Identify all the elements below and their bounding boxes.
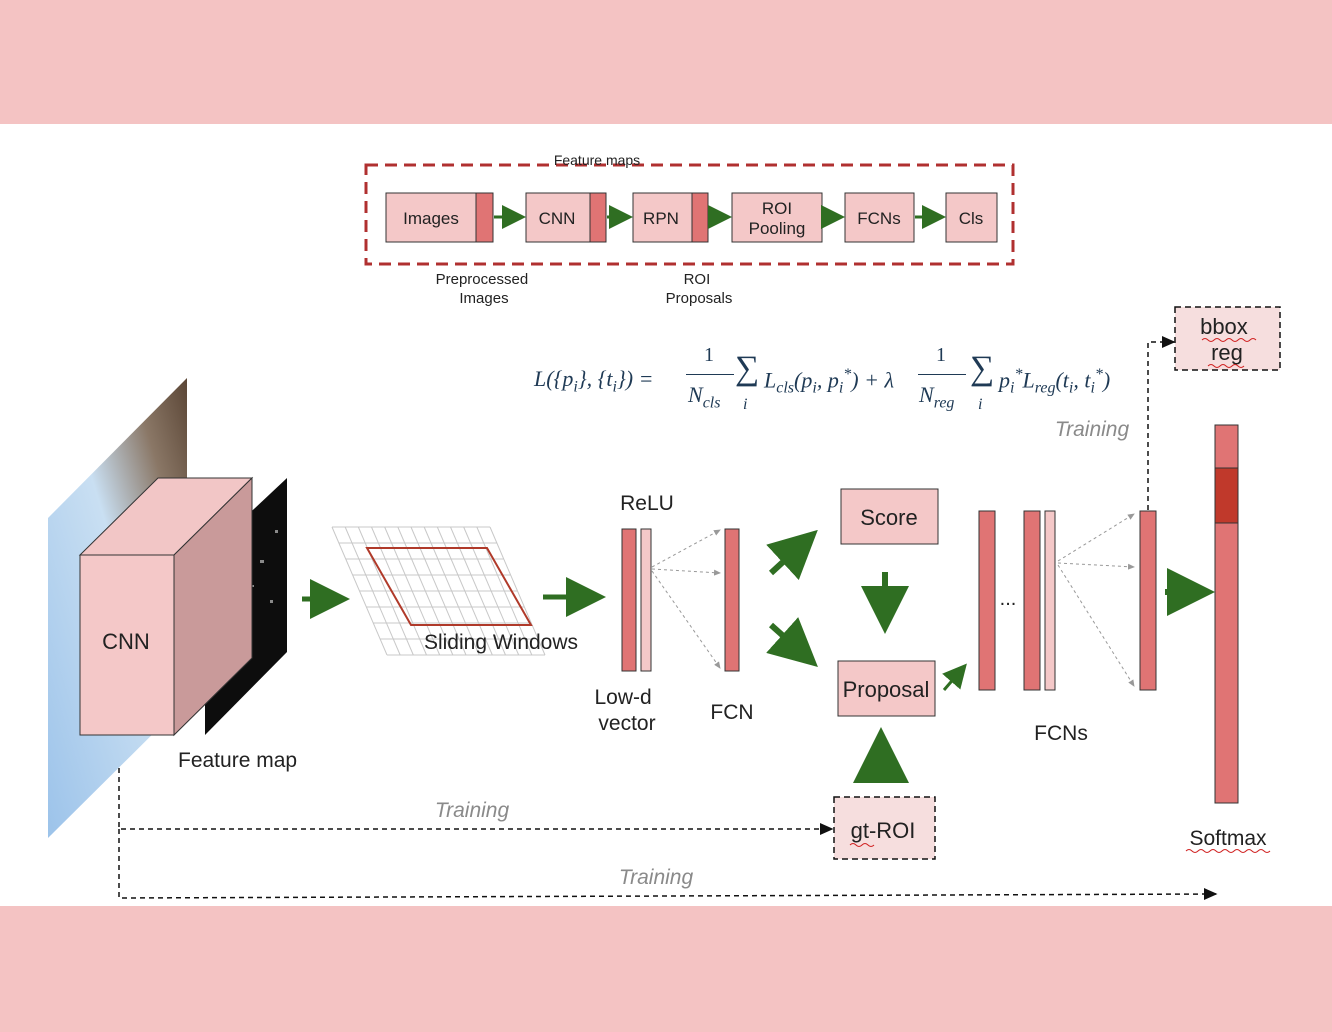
fcns-bar-1 [978, 510, 996, 691]
softmax-label: Softmax [1189, 827, 1267, 850]
pipeline-dashed-frame [364, 163, 1015, 266]
output-bar [1139, 510, 1157, 691]
training-arrow-gt-roi [118, 768, 834, 835]
roi-proposals-label: ROI Proposals [666, 271, 733, 307]
fcn-label: FCN [710, 701, 753, 724]
training-arrow-softmax [118, 829, 1218, 901]
pipeline-stage-cnn: CNN [525, 192, 607, 243]
stage-label-images: Images [403, 209, 459, 228]
sliding-window [365, 547, 533, 626]
preprocessed-images-label: Preprocessed Images [436, 271, 533, 307]
formula-nreg: Nreg [919, 382, 955, 412]
stage-label-cls: Cls [959, 209, 984, 228]
formula-term1: Lcls(pi, pi*) + λ [764, 366, 894, 397]
stage-label-fcns: FCNs [857, 209, 900, 228]
relu-label: ReLU [620, 492, 674, 515]
fcn-bar [724, 528, 740, 672]
arrow-proposal-to-fcns [942, 663, 967, 691]
formula-one-b: 1 [936, 344, 946, 366]
training-label-top: Training [1055, 418, 1130, 441]
stage-label-rpn: RPN [643, 209, 679, 228]
stage-label-cnn: CNN [539, 209, 576, 228]
formula-sum-index-b: i [978, 396, 983, 413]
formula-ncls: Ncls [688, 382, 721, 412]
training-label-bottom: Training [619, 866, 694, 889]
formula-frac-bar-a [686, 374, 734, 375]
low-d-bar-1 [621, 528, 637, 672]
score-box [840, 488, 939, 545]
formula-lhs: L({pi}, {ti}) = [534, 366, 654, 396]
fcns-bar-2 [1023, 510, 1041, 691]
bbox-underline [1201, 338, 1257, 342]
formula-sum-index-a: i [743, 396, 748, 413]
cnn-label: CNN [102, 629, 150, 654]
formula-term2: pi*Lreg(ti, ti*) [999, 366, 1111, 397]
training-label-middle: Training [435, 799, 510, 822]
loss-formula: L({pi}, {ti}) = 1 Ncls ∑ i Lcls(pi, pi*)… [534, 344, 1144, 420]
pipeline-stage-images: Images [385, 192, 494, 243]
reg-underline [1207, 364, 1245, 368]
fcns-label: FCNs [1034, 722, 1088, 745]
cnn-cube [78, 476, 254, 737]
bbox-reg-label: bbox reg [1200, 314, 1254, 365]
proposal-label: Proposal [843, 677, 930, 702]
gt-underline [849, 843, 875, 847]
low-d-bar-2 [640, 528, 652, 672]
low-d-to-fcn-lines [651, 529, 721, 669]
formula-frac-bar-b [918, 374, 966, 375]
bottom-band [0, 906, 1332, 1032]
score-label: Score [860, 505, 917, 530]
arrow-fcn-to-score [766, 529, 818, 581]
pipeline-stage-rpn: RPN [632, 192, 709, 243]
training-arrow-bbox [1147, 336, 1176, 510]
softmax-underline [1185, 849, 1271, 853]
formula-sigma-a: ∑ [735, 350, 760, 387]
fcns-ellipsis: ... [1000, 588, 1017, 610]
pipeline-stage-cls: Cls [945, 192, 998, 243]
proposal-box [837, 660, 936, 717]
softmax-highlight [1214, 467, 1239, 524]
sliding-windows-label: Sliding Windows [424, 631, 578, 654]
pipeline-stage-fcns: FCNs [844, 192, 915, 243]
gt-roi-box [833, 796, 936, 860]
formula-sigma-b: ∑ [970, 350, 995, 387]
fcns-bar-3 [1044, 510, 1056, 691]
top-band [0, 0, 1332, 124]
low-d-label: Low-d vector [594, 686, 657, 735]
gt-roi-label: gt-ROI [851, 818, 916, 843]
fcns-to-output-lines [1057, 513, 1135, 687]
arrow-fcn-to-proposal [766, 617, 818, 668]
formula-one-a: 1 [704, 344, 714, 366]
feature-maps-label: Feature maps [554, 152, 640, 168]
feature-map-label: Feature map [178, 749, 297, 772]
